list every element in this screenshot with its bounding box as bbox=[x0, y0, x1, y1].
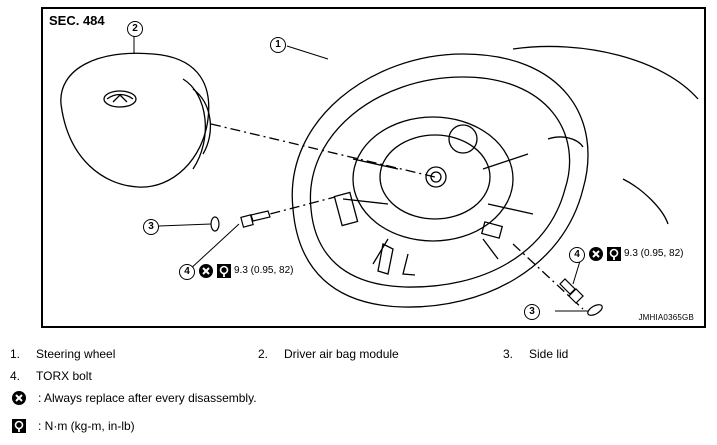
torque-wrench-icon bbox=[217, 264, 231, 278]
legend-label: Steering wheel bbox=[36, 347, 116, 361]
diagram-frame: SEC. 484 bbox=[41, 7, 706, 328]
section-label: SEC. 484 bbox=[49, 13, 105, 28]
replace-x-icon bbox=[589, 247, 603, 261]
note-torque-unit: : N·m (kg-m, in-lb) bbox=[38, 419, 135, 433]
replace-x-icon bbox=[199, 264, 213, 278]
torque-spec-left: 9.3 (0.95, 82) bbox=[234, 265, 294, 276]
legend-item-2: 2.Driver air bag module bbox=[258, 347, 399, 361]
torque-spec-right: 9.3 (0.95, 82) bbox=[624, 248, 684, 259]
legend-item-4: 4.TORX bolt bbox=[10, 369, 92, 383]
torx-bolt-left-drawing bbox=[240, 210, 271, 228]
replace-x-icon bbox=[12, 391, 26, 405]
torx-bolt-right-drawing bbox=[559, 278, 584, 304]
legend-item-3: 3.Side lid bbox=[503, 347, 569, 361]
torque-wrench-icon bbox=[12, 419, 26, 433]
callout-4-right: 4 bbox=[569, 247, 585, 263]
side-lid-left-drawing bbox=[210, 216, 220, 232]
torque-wrench-icon bbox=[607, 247, 621, 261]
steering-wheel-exploded-view bbox=[60, 34, 699, 316]
steering-wheel-drawing bbox=[291, 53, 589, 308]
callout-3-right: 3 bbox=[524, 304, 540, 320]
legend-label: Side lid bbox=[529, 347, 569, 361]
note-replace: : Always replace after every disassembly… bbox=[38, 391, 257, 405]
callout-3-left: 3 bbox=[143, 219, 159, 235]
figure-code: JMHIA0365GB bbox=[638, 313, 694, 322]
callout-4-left: 4 bbox=[179, 264, 195, 280]
side-lid-right-drawing bbox=[587, 304, 603, 316]
callout-1: 1 bbox=[270, 37, 286, 53]
legend-label: Driver air bag module bbox=[284, 347, 399, 361]
callout-2: 2 bbox=[127, 21, 143, 37]
legend-label: TORX bolt bbox=[36, 369, 92, 383]
airbag-module-drawing bbox=[60, 52, 210, 188]
legend-item-1: 1.Steering wheel bbox=[10, 347, 116, 361]
